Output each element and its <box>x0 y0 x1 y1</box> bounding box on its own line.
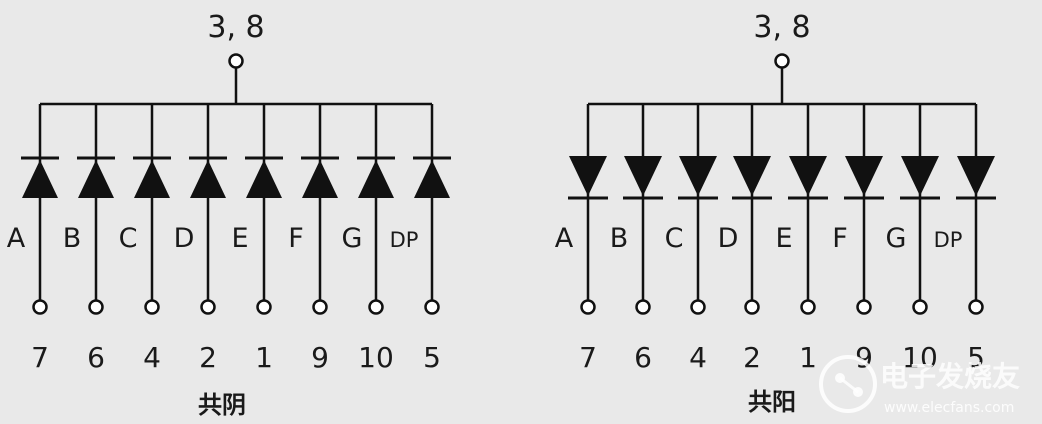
led-branch-g: G 10 <box>886 104 940 374</box>
led-branch-f: F9 <box>832 104 884 374</box>
diode-triangle-icon <box>569 156 607 196</box>
segment-label: E <box>775 223 792 254</box>
pin-terminal <box>744 299 760 315</box>
diode-triangle-icon <box>414 160 450 198</box>
pin-terminal <box>88 299 104 315</box>
pin-terminal <box>856 299 872 315</box>
led-branch-a: A7 <box>7 104 59 374</box>
pin-terminal <box>312 299 328 315</box>
segment-label: E <box>231 223 248 254</box>
pin-terminal <box>635 299 651 315</box>
diode-triangle-icon <box>733 156 771 196</box>
led-branch-dp: DP 5 <box>934 104 996 374</box>
segment-label: A <box>555 223 574 254</box>
watermark-brand: 电子发烧友 <box>880 360 1020 393</box>
pin-terminal <box>256 299 272 315</box>
elecfans-watermark: 电子发烧友 www.elecfans.com <box>819 355 1020 416</box>
led-branch-c: C4 <box>119 104 171 374</box>
segment-label: A <box>7 223 26 254</box>
segment-label: F <box>288 223 304 254</box>
common-pin-terminal <box>774 53 790 69</box>
watermark-logo-icon <box>819 355 877 413</box>
pin-number-label: 10 <box>902 341 938 374</box>
pin-number-label: 5 <box>967 341 985 374</box>
segment-label: G <box>342 223 363 254</box>
pin-terminal <box>144 299 160 315</box>
pin-number-label: 1 <box>799 341 817 374</box>
pin-number-label: 2 <box>199 341 217 374</box>
diode-triangle-icon <box>679 156 717 196</box>
segment-label: B <box>610 223 629 254</box>
pin-number-label: 2 <box>743 341 761 374</box>
common-pin-label: 3, 8 <box>207 10 264 45</box>
pin-terminal <box>912 299 928 315</box>
pin-number-label: 6 <box>87 341 105 374</box>
pin-terminal <box>580 299 596 315</box>
pin-number-label: 5 <box>423 341 441 374</box>
pin-terminal <box>424 299 440 315</box>
diode-triangle-icon <box>358 160 394 198</box>
pin-number-label: 4 <box>689 341 707 374</box>
diode-triangle-icon <box>134 160 170 198</box>
led-branch-e: E1 <box>231 104 283 374</box>
diode-triangle-icon <box>901 156 939 196</box>
diode-triangle-icon <box>22 160 58 198</box>
led-branch-d: D2 <box>174 104 227 374</box>
pin-terminal <box>200 299 216 315</box>
diagram-title: 共阴 <box>198 391 246 419</box>
segment-label: F <box>832 223 848 254</box>
led-branch-a: A7 <box>555 104 608 374</box>
segment-label: G <box>886 223 907 254</box>
led-branch-b: B6 <box>610 104 663 374</box>
pin-number-label: 7 <box>31 341 49 374</box>
pin-terminal <box>968 299 984 315</box>
pin-number-label: 7 <box>579 341 597 374</box>
pin-terminal <box>690 299 706 315</box>
watermark-url: www.elecfans.com <box>884 400 1014 416</box>
pin-number-label: 1 <box>255 341 273 374</box>
pin-terminal <box>368 299 384 315</box>
diode-triangle-icon <box>246 160 282 198</box>
diode-triangle-icon <box>957 156 995 196</box>
segment-label: D <box>718 223 739 254</box>
segment-label: B <box>63 223 82 254</box>
diode-triangle-icon <box>624 156 662 196</box>
segment-label: DP <box>390 228 419 252</box>
common-pin-terminal <box>228 53 244 69</box>
led-branch-d: D2 <box>718 104 772 374</box>
pin-number-label: 6 <box>634 341 652 374</box>
pin-number-label: 10 <box>358 341 394 374</box>
led-branch-c: C4 <box>665 104 718 374</box>
segment-label: C <box>665 223 684 254</box>
segment-label: C <box>119 223 138 254</box>
diode-triangle-icon <box>190 160 226 198</box>
led-branch-dp: DP 5 <box>390 104 451 374</box>
led-branch-f: F9 <box>288 104 339 374</box>
diode-triangle-icon <box>78 160 114 198</box>
diode-triangle-icon <box>845 156 883 196</box>
diode-triangle-icon <box>302 160 338 198</box>
led-branch-e: E1 <box>775 104 828 374</box>
led-branch-g: G 10 <box>342 104 395 374</box>
common-pin-label: 3, 8 <box>753 10 810 45</box>
pin-terminal <box>32 299 48 315</box>
segment-label: DP <box>934 228 963 252</box>
pin-number-label: 9 <box>311 341 329 374</box>
diagram-title: 共阳 <box>748 388 796 416</box>
led-branch-b: B6 <box>63 104 115 374</box>
segment-label: D <box>174 223 195 254</box>
diode-triangle-icon <box>789 156 827 196</box>
pin-terminal <box>800 299 816 315</box>
pin-number-label: 4 <box>143 341 161 374</box>
